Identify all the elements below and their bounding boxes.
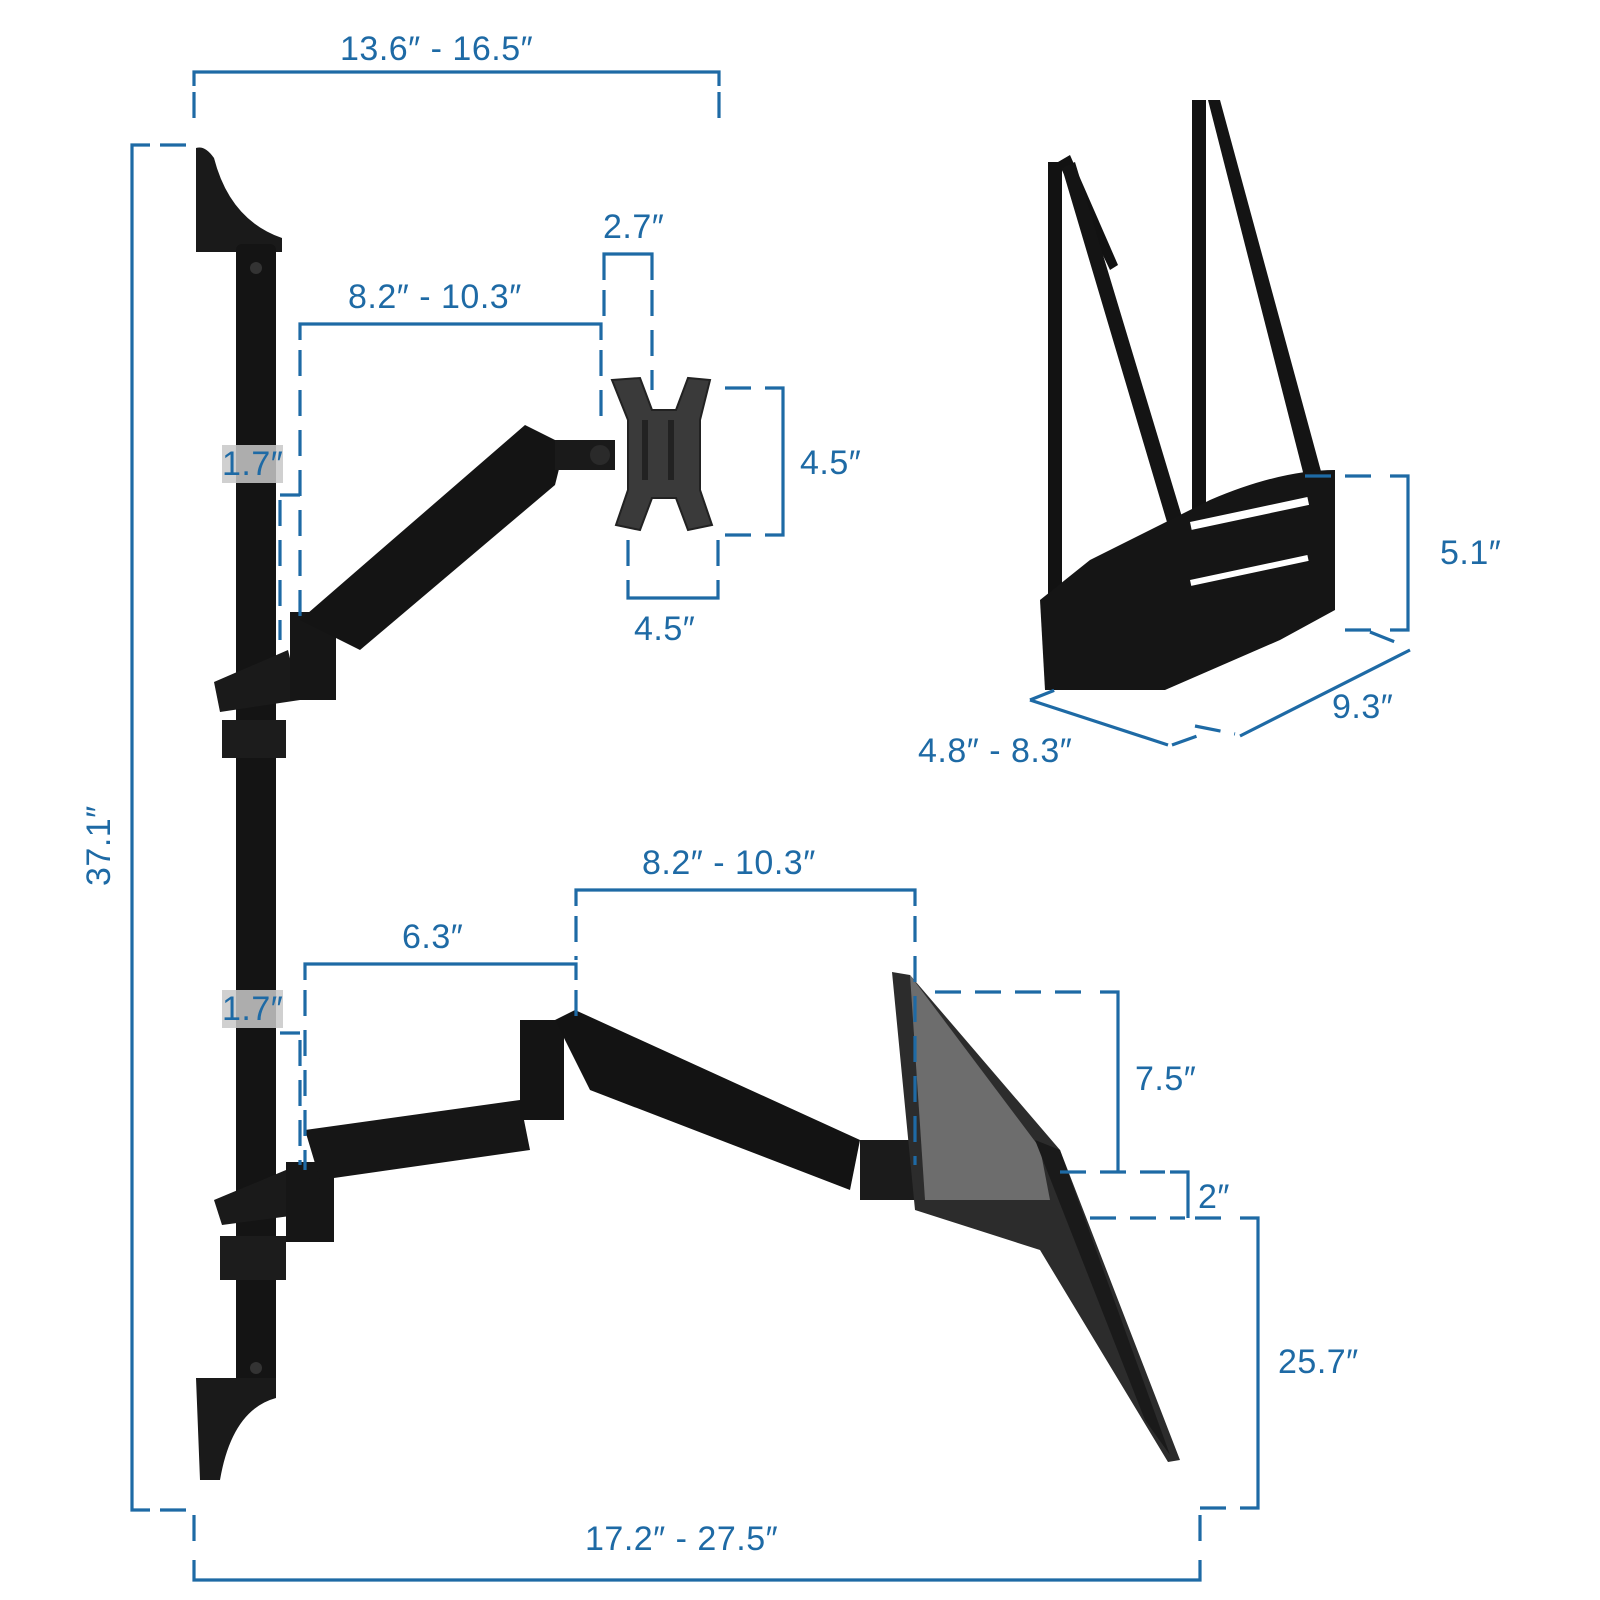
dim-overall-height [130,143,190,1512]
dim-vesa-height [725,386,785,537]
label-cpu-length: 9.3″ [1332,688,1394,726]
label-upper-arm-reach: 8.2″ - 10.3″ [348,278,522,316]
dim-tray-lip [1060,1170,1190,1220]
label-cpu-width: 4.8″ - 8.3″ [918,732,1073,770]
dim-vesa-width [626,540,720,600]
label-overall-depth: 17.2″ - 27.5″ [585,1520,779,1558]
label-vesa-offset: 2.7″ [603,208,665,246]
label-vesa-width: 4.5″ [634,610,696,648]
label-pole-diameter-lower: 1.7″ [222,990,284,1028]
label-pole-diameter-upper: 1.7″ [222,445,284,483]
label-lower-arm-reach: 8.2″ - 10.3″ [642,844,816,882]
keyboard-tray [892,972,1180,1462]
label-top-width: 13.6″ - 16.5″ [340,30,534,68]
vesa-plate [610,376,714,532]
label-vesa-height: 4.5″ [800,444,862,482]
cpu-holder [1040,100,1335,690]
wall-pole [196,147,286,1480]
dim-pole-lower [280,1031,302,1165]
dim-tray-upper [935,990,1120,1172]
dim-upper-arm-reach [298,322,603,620]
dim-cpu-width [1029,686,1201,747]
monitor-arm [214,425,615,712]
label-cpu-height: 5.1″ [1440,534,1502,572]
dim-vesa-offset [602,252,654,390]
dim-cpu-height [1305,474,1410,632]
dim-cpu-length [1194,630,1411,738]
dim-tray-length [1195,1216,1260,1510]
dim-lower-first-segment [303,962,578,1170]
dim-top-width [192,70,721,130]
label-tray-length: 25.7″ [1278,1343,1359,1381]
label-lower-first-segment: 6.3″ [402,918,464,956]
label-tray-upper-height: 7.5″ [1135,1060,1197,1098]
dim-overall-depth [192,1515,1202,1582]
label-overall-height: 37.1″ [80,805,118,886]
dim-pole-upper [278,493,300,640]
dim-lower-arm-reach [574,888,917,1165]
label-tray-lip: 2″ [1198,1178,1230,1216]
